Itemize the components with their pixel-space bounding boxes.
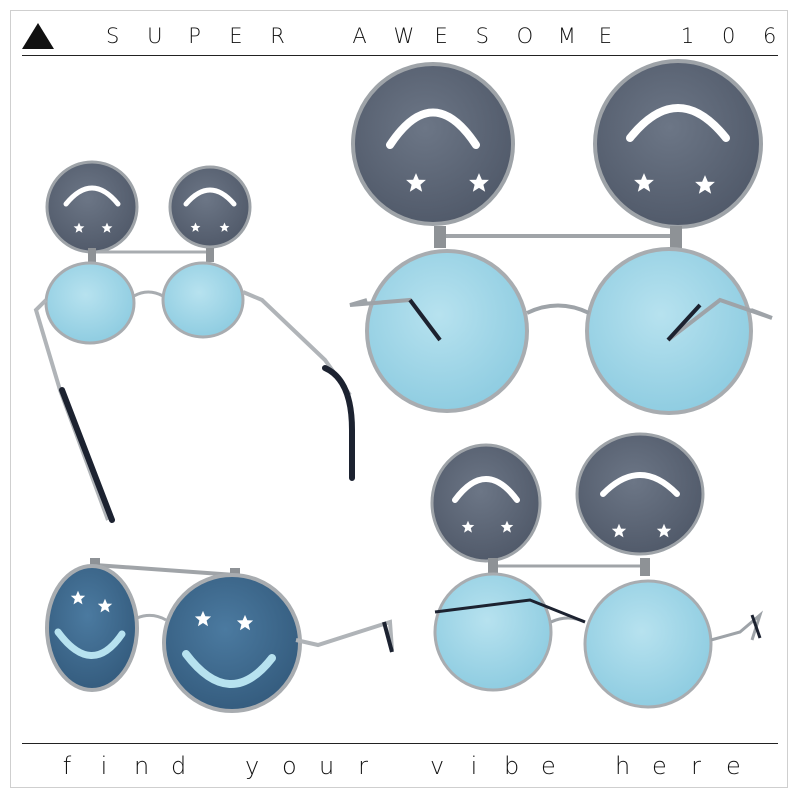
image-border bbox=[10, 10, 788, 788]
footer-divider bbox=[22, 743, 778, 744]
header-divider bbox=[22, 55, 778, 56]
triangle-logo-icon bbox=[22, 23, 54, 49]
